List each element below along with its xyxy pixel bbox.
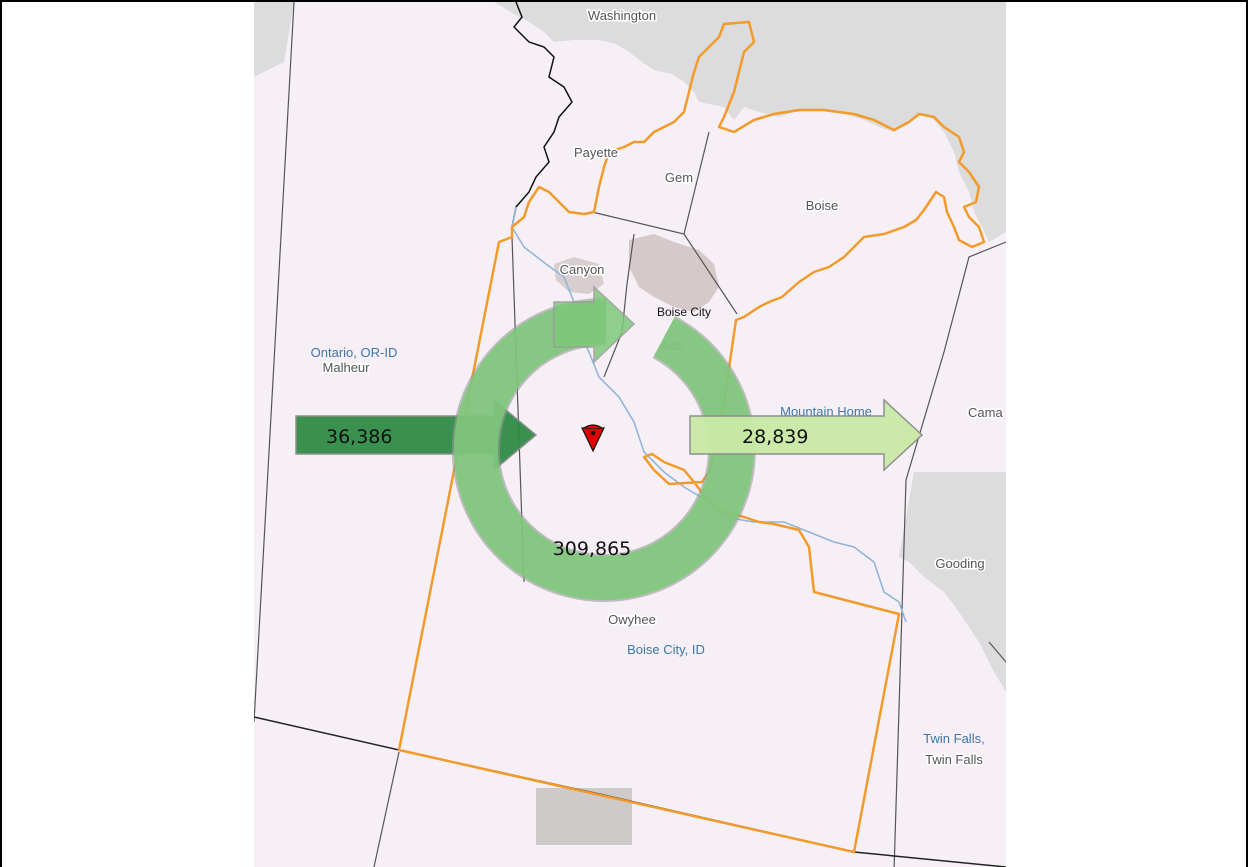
gooding-gray-area [899, 472, 1006, 692]
gray-block [536, 788, 632, 845]
county-label-twin-falls: Twin Falls [925, 752, 983, 767]
metro-label-twin-falls: Twin Falls, [923, 731, 984, 746]
metro-label-ontario: Ontario, OR-ID [311, 345, 398, 360]
map-canvas[interactable]: Washington Payette Gem Boise Canyon Ada … [254, 2, 1006, 867]
washington-gray-area [459, 2, 759, 120]
county-label-gooding: Gooding [935, 556, 984, 571]
county-label-owyhee: Owyhee [608, 612, 656, 627]
urban-area [629, 234, 719, 312]
outflow-value: 28,839 [742, 426, 808, 448]
county-label-canyon: Canyon [560, 262, 605, 277]
county-boundary [683, 131, 710, 235]
outflow-arrow[interactable] [689, 398, 924, 472]
county-label-gem: Gem [665, 170, 693, 185]
within-value: 309,865 [553, 538, 632, 560]
county-boundary [988, 641, 1006, 663]
northwest-gray-area [254, 2, 294, 77]
map-pin-icon[interactable] [581, 424, 605, 453]
county-label-cama: Cama [968, 405, 1003, 420]
county-label-malheur: Malheur [323, 360, 371, 375]
inflow-value: 36,386 [326, 426, 392, 448]
city-label-boise-city: Boise City [657, 305, 711, 319]
county-boundary [254, 2, 295, 723]
county-boundary [603, 233, 635, 378]
within-flow-arrowhead [553, 285, 636, 364]
northeast-gray-area [759, 2, 1006, 242]
county-label-payette: Payette [574, 145, 618, 160]
state-boundary [511, 2, 573, 228]
county-boundary [893, 351, 945, 867]
county-boundary [373, 751, 400, 867]
county-label-boise: Boise [806, 198, 839, 213]
county-label-washington: Washington [588, 8, 656, 23]
msa-region-boundary[interactable] [397, 20, 986, 854]
metro-label-boise-city: Boise City, ID [627, 642, 705, 657]
river [511, 206, 907, 623]
county-boundary [943, 241, 1006, 353]
flow-map[interactable]: Washington Payette Gem Boise Canyon Ada … [254, 2, 1006, 867]
